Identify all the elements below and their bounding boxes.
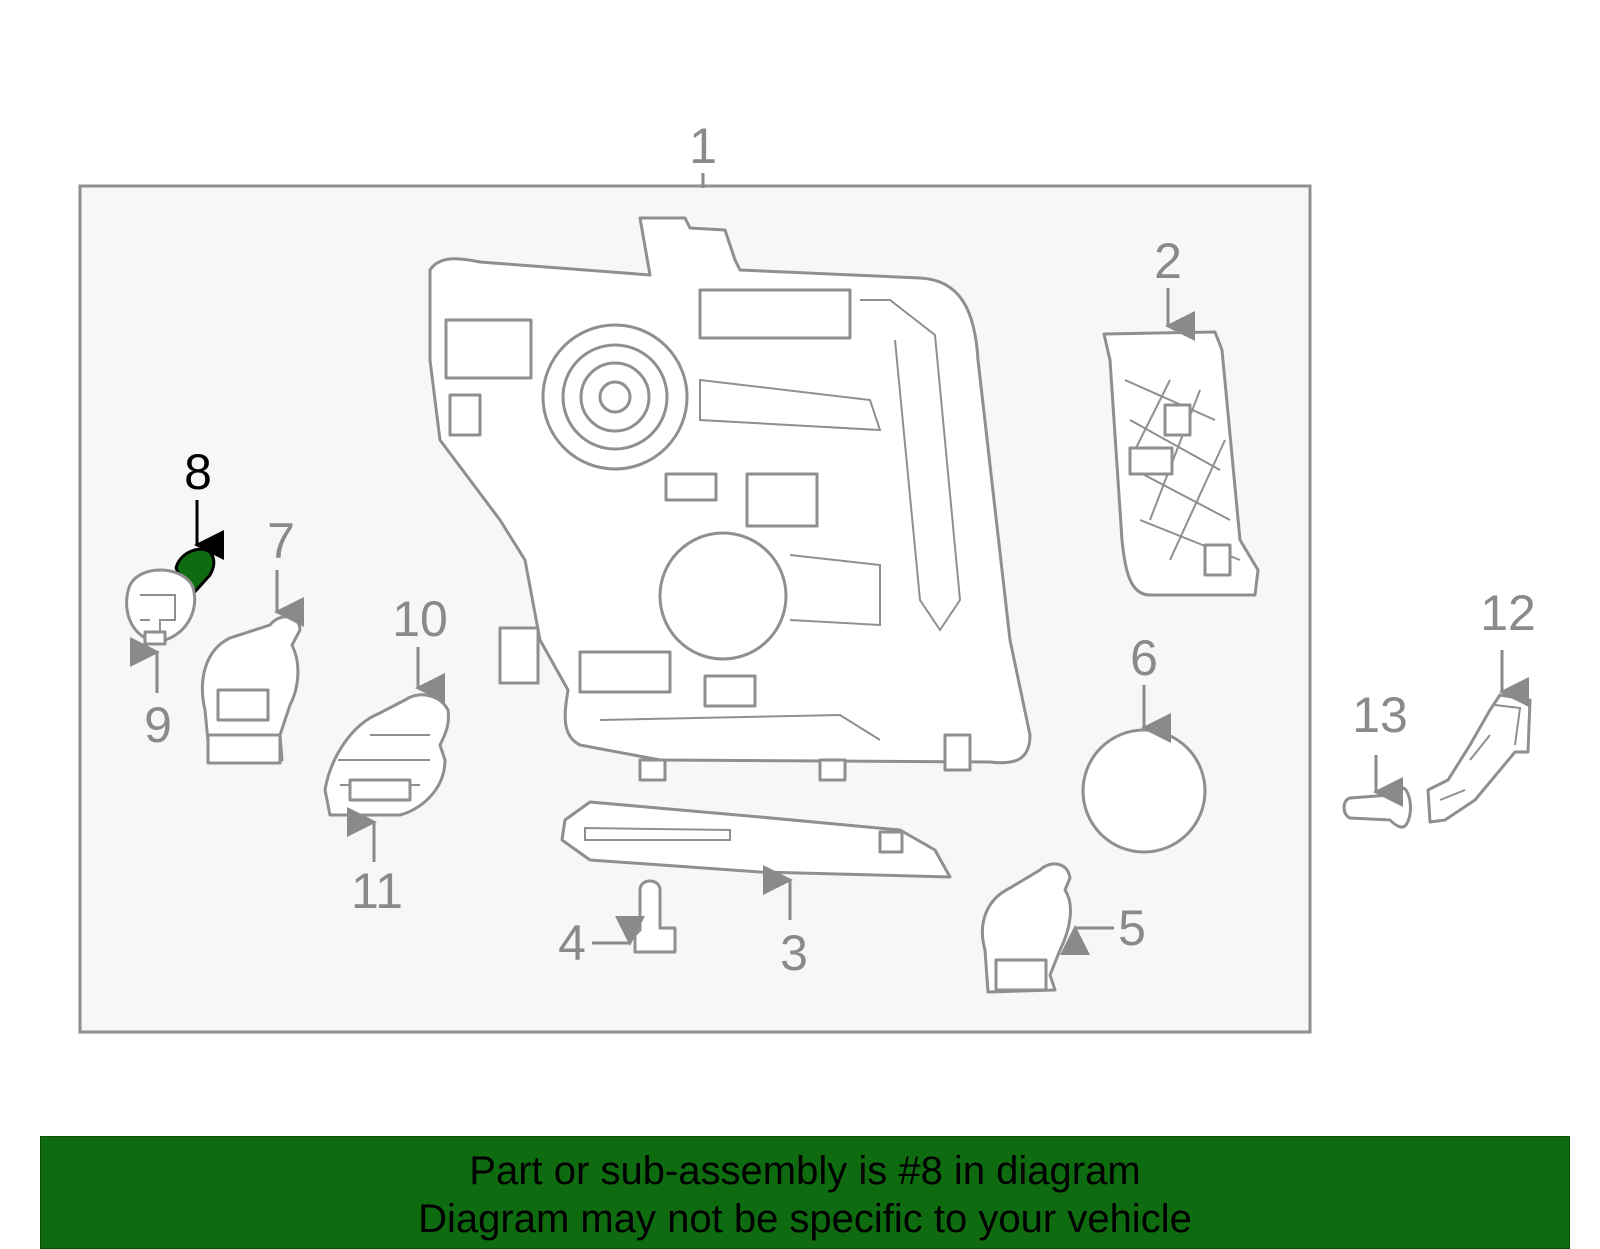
part-2-bracket[interactable] (1102, 330, 1260, 597)
banner-line-1: Part or sub-assembly is #8 in diagram (469, 1149, 1141, 1193)
banner-line-2: Diagram may not be specific to your vehi… (418, 1197, 1192, 1241)
callout-10: 10 (392, 591, 448, 647)
part-7-socket[interactable] (201, 615, 302, 765)
part-6-cap[interactable] (1081, 728, 1207, 854)
callout-5: 5 (1118, 900, 1146, 956)
part-12-bracket[interactable] (1426, 693, 1532, 824)
callout-13: 13 (1352, 687, 1408, 743)
part-13-clip[interactable] (1342, 786, 1412, 829)
callout-12: 12 (1480, 585, 1536, 641)
part-4-pin[interactable] (633, 879, 677, 954)
callout-7: 7 (267, 513, 295, 569)
callout-6: 6 (1130, 630, 1158, 686)
callout-9: 9 (144, 697, 172, 753)
callout-2: 2 (1154, 233, 1182, 289)
callout-4: 4 (558, 915, 586, 971)
part-10-11-socket[interactable] (323, 693, 450, 817)
part-5-socket[interactable] (980, 862, 1072, 994)
callout-1: 1 (689, 118, 717, 174)
callout-11: 11 (351, 863, 403, 919)
callout-8: 8 (184, 444, 212, 500)
callout-3: 3 (780, 925, 808, 981)
info-banner: Part or sub-assembly is #8 in diagram Di… (40, 1136, 1570, 1249)
parts-diagram: 1 2 3 4 5 6 7 8 9 10 11 12 13 (78, 118, 1536, 1034)
part-3-trim-strip[interactable] (560, 800, 952, 879)
part-1-headlamp-housing[interactable] (428, 216, 1032, 782)
